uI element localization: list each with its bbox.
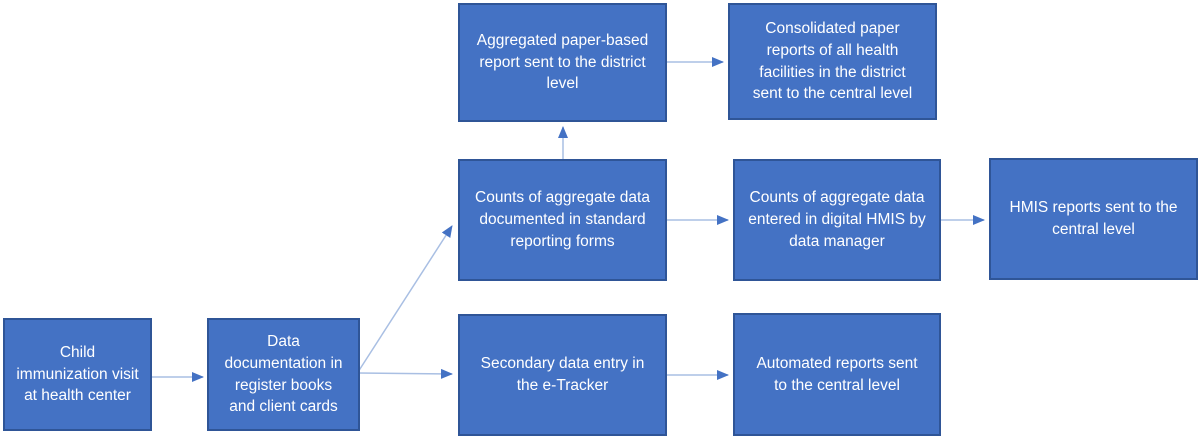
node-counts-entered: Counts of aggregate data entered in digi… bbox=[733, 159, 941, 281]
node-aggregated-paper: Aggregated paper-based report sent to th… bbox=[458, 3, 667, 122]
node-counts-entered-label: Counts of aggregate data entered in digi… bbox=[748, 189, 926, 250]
node-hmis-reports: HMIS reports sent to the central level bbox=[989, 158, 1198, 280]
node-secondary-entry-label: Secondary data entry in the e-Tracker bbox=[480, 355, 645, 394]
node-automated-reports-label: Automated reports sent to the central le… bbox=[756, 354, 918, 394]
node-consolidated-paper-label: Consolidated paper reports of all health… bbox=[752, 20, 913, 103]
node-data-documentation: Data documentation in register books and… bbox=[207, 318, 360, 431]
node-secondary-entry: Secondary data entry in the e-Tracker bbox=[458, 314, 667, 436]
node-child-visit-label: Child immunization visit at health cente… bbox=[16, 343, 139, 405]
node-consolidated-paper: Consolidated paper reports of all health… bbox=[728, 3, 937, 120]
arrow-data-documentation-to-secondary-entry bbox=[357, 368, 453, 379]
node-data-documentation-label: Data documentation in register books and… bbox=[224, 333, 343, 416]
node-counts-documented: Counts of aggregate data documented in s… bbox=[458, 159, 667, 281]
node-child-visit: Child immunization visit at health cente… bbox=[3, 318, 152, 431]
node-hmis-reports-label: HMIS reports sent to the central level bbox=[1009, 199, 1178, 238]
node-aggregated-paper-label: Aggregated paper-based report sent to th… bbox=[476, 31, 649, 93]
arrow-data-documentation-to-counts-documented bbox=[357, 225, 453, 373]
node-automated-reports: Automated reports sent to the central le… bbox=[733, 313, 941, 436]
node-counts-documented-label: Counts of aggregate data documented in s… bbox=[475, 189, 650, 250]
